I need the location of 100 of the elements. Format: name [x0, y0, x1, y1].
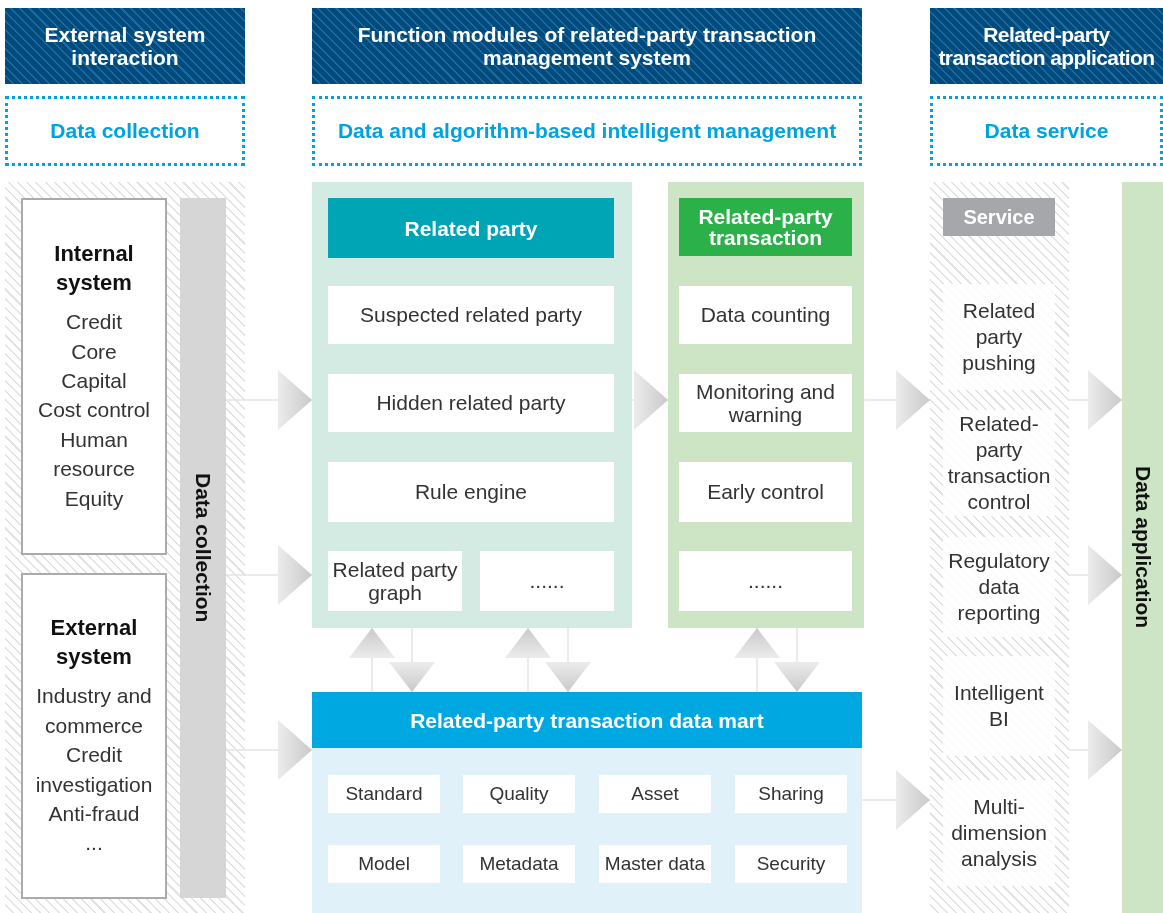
function-label: Hidden related party: [376, 391, 566, 415]
function-label: Related party graph: [332, 557, 458, 605]
flow-arrow: [1068, 370, 1123, 430]
flow-arrow: [863, 370, 931, 430]
dotted-box: [930, 96, 1163, 166]
flow-arrow: [1068, 720, 1123, 780]
module-header: [312, 692, 862, 748]
mart-box: [735, 775, 847, 813]
system-title: External system: [49, 614, 139, 671]
system-box: [21, 198, 167, 555]
mart-box: [735, 845, 847, 883]
function-box: [679, 462, 852, 522]
mart-label: Sharing: [758, 783, 824, 805]
flow-arrow: [631, 370, 669, 430]
system-item: ...: [85, 830, 103, 857]
section-header: [5, 8, 245, 84]
section-header: [930, 8, 1163, 84]
system-item: Anti-fraud: [48, 801, 140, 827]
function-box: [480, 551, 614, 611]
mart-label: Security: [756, 853, 826, 875]
section-header: [312, 8, 862, 84]
layer-label: Data service: [984, 118, 1109, 144]
flow-arrow: [505, 627, 551, 693]
system-item: Industry and commerce: [35, 683, 153, 739]
function-label: Monitoring and warning: [695, 379, 836, 427]
system-item: Cost control: [37, 397, 150, 424]
hatched-panel: [5, 182, 245, 913]
module-title: Related party: [404, 217, 538, 239]
system-item: Credit: [66, 309, 122, 336]
flow-arrow: [349, 627, 395, 693]
flow-arrow: [225, 545, 313, 605]
flow-arrow: [861, 770, 931, 830]
mart-box: [328, 775, 440, 813]
service-box: [943, 284, 1055, 390]
function-label: ......: [748, 569, 783, 593]
dotted-box: [5, 96, 245, 166]
layer-label: Data and algorithm-based intelligent management: [337, 118, 837, 144]
function-box: [328, 551, 462, 611]
mart-label: Asset: [631, 783, 679, 805]
function-box: [328, 286, 614, 344]
module-title: Related-party transaction data mart: [410, 709, 764, 731]
service-label: Related party pushing: [961, 297, 1037, 377]
hatched-panel: [930, 182, 1069, 913]
module-header: [943, 198, 1055, 236]
flow-arrow: [225, 720, 313, 780]
system-item: Credit investigation: [34, 742, 154, 798]
dotted-box: [312, 96, 862, 166]
layer-label: Data collection: [50, 118, 200, 144]
module-header: [328, 198, 614, 258]
vertical-bar: [180, 198, 226, 898]
mart-label: Quality: [489, 783, 549, 805]
module-header: [679, 198, 852, 256]
system-title: Internal system: [53, 240, 135, 297]
function-box: [679, 374, 852, 432]
service-label: Related-party transaction control: [946, 410, 1052, 516]
service-box: [943, 780, 1055, 886]
function-box: [679, 551, 852, 611]
service-label: Multi-dimension analysis: [950, 793, 1048, 873]
mart-box: [463, 845, 575, 883]
mart-label: Model: [358, 853, 410, 875]
section-title: External system interaction: [43, 22, 207, 70]
flow-arrow: [734, 627, 780, 693]
flow-arrow: [545, 627, 591, 693]
vertical-bar: [1122, 182, 1163, 913]
function-box: [328, 462, 614, 522]
service-box: [943, 537, 1055, 637]
section-title: Related-party transaction application: [937, 22, 1156, 70]
function-label: Suspected related party: [360, 303, 582, 327]
function-label: Early control: [707, 480, 824, 504]
mart-box: [599, 845, 711, 883]
section-title: Function modules of related-party transaction management system: [356, 22, 818, 70]
function-box: [679, 286, 852, 344]
flow-arrow: [774, 627, 820, 693]
module-panel: [312, 692, 862, 913]
system-item: Human resource: [52, 426, 136, 483]
flow-arrow: [225, 370, 313, 430]
mart-label: Master data: [604, 853, 706, 875]
service-box: [943, 656, 1055, 756]
bar-label: Data application: [1130, 466, 1155, 629]
bar-label: Data collection: [191, 473, 215, 623]
mart-box: [599, 775, 711, 813]
service-label: Intelligent BI: [953, 679, 1045, 732]
function-label: Rule engine: [414, 480, 528, 504]
function-label: Data counting: [700, 303, 831, 327]
module-title: Service: [963, 207, 1035, 227]
mart-label: Metadata: [479, 853, 559, 875]
system-item: Equity: [64, 485, 124, 512]
flow-arrow: [389, 627, 435, 693]
service-label: Regulatory data reporting: [947, 547, 1051, 627]
flow-arrow: [1068, 545, 1123, 605]
mart-box: [328, 845, 440, 883]
function-box: [328, 374, 614, 432]
module-panel: [668, 182, 864, 628]
module-title: Related-party transaction: [697, 206, 834, 248]
mart-box: [463, 775, 575, 813]
system-box: [21, 573, 167, 899]
function-label: ......: [529, 569, 565, 593]
system-item: Core: [71, 338, 117, 365]
module-panel: [312, 182, 632, 628]
mart-label: Standard: [345, 783, 423, 805]
